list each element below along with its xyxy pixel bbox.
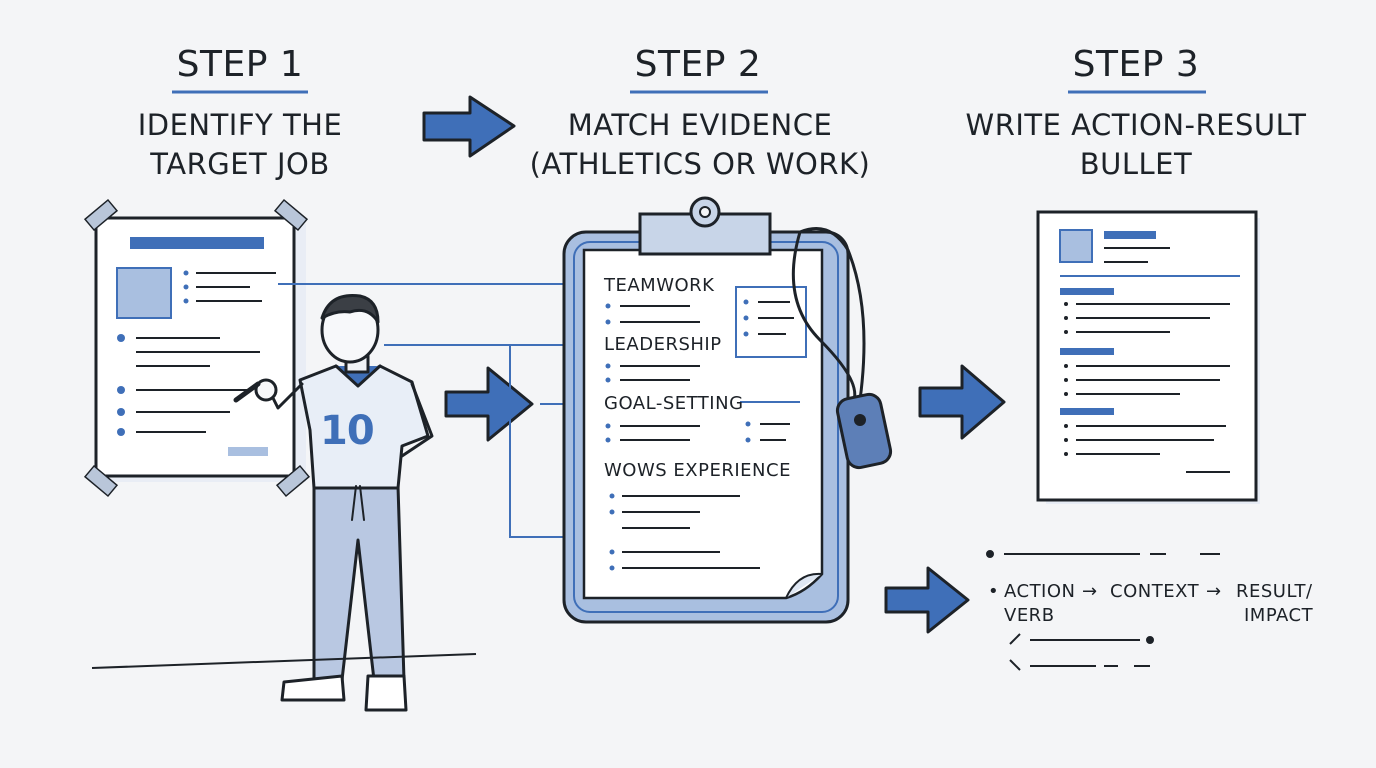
clipboard-item-teamwork: TEAMWORK bbox=[604, 275, 715, 296]
formula-verb: VERB bbox=[1004, 605, 1055, 626]
arrow-icon-into-clipboard bbox=[444, 366, 534, 442]
step2-desc-line1: MATCH EVIDENCE bbox=[567, 108, 833, 142]
clipboard bbox=[562, 196, 850, 624]
step1-desc-line1: IDENTIFY THE bbox=[137, 108, 343, 142]
arrow-icon-step1-to-step2 bbox=[422, 95, 516, 158]
step3-desc-line1: WRITE ACTION-RESULT bbox=[965, 108, 1307, 142]
formula-result: RESULT/ bbox=[1236, 581, 1313, 602]
step3-desc-line2: BULLET bbox=[1079, 147, 1193, 181]
jersey-number: 10 bbox=[320, 408, 375, 454]
job-posting-document bbox=[83, 198, 311, 498]
whistle-icon bbox=[791, 227, 893, 470]
step1-title: STEP 1 bbox=[176, 44, 304, 85]
floor-line bbox=[91, 653, 477, 669]
formula-impact: IMPACT bbox=[1244, 605, 1314, 626]
formula-arrow-2: → bbox=[1206, 581, 1222, 602]
formula-context: CONTEXT bbox=[1110, 581, 1200, 602]
step1-desc-line2: TARGET JOB bbox=[150, 147, 330, 181]
clipboard-item-goal-setting: GOAL-SETTING bbox=[604, 393, 744, 414]
formula-scribbles bbox=[986, 550, 1220, 671]
step2-desc-line2: (ATHLETICS OR WORK) bbox=[529, 147, 871, 181]
athlete-figure bbox=[233, 293, 434, 712]
arrow-icon-step2-to-step3 bbox=[918, 364, 1006, 440]
clipboard-item-leadership: LEADERSHIP bbox=[604, 334, 722, 355]
arrow-icon-to-formula bbox=[884, 566, 970, 634]
resume-document bbox=[1036, 210, 1260, 504]
step2-title: STEP 2 bbox=[634, 44, 762, 85]
formula-bullet: • bbox=[988, 581, 1000, 602]
formula-arrow-1: → bbox=[1082, 581, 1098, 602]
clipboard-item-experience: WOWS EXPERIENCE bbox=[604, 460, 791, 481]
formula-action: ACTION bbox=[1004, 581, 1076, 602]
step3-title: STEP 3 bbox=[1072, 44, 1200, 85]
